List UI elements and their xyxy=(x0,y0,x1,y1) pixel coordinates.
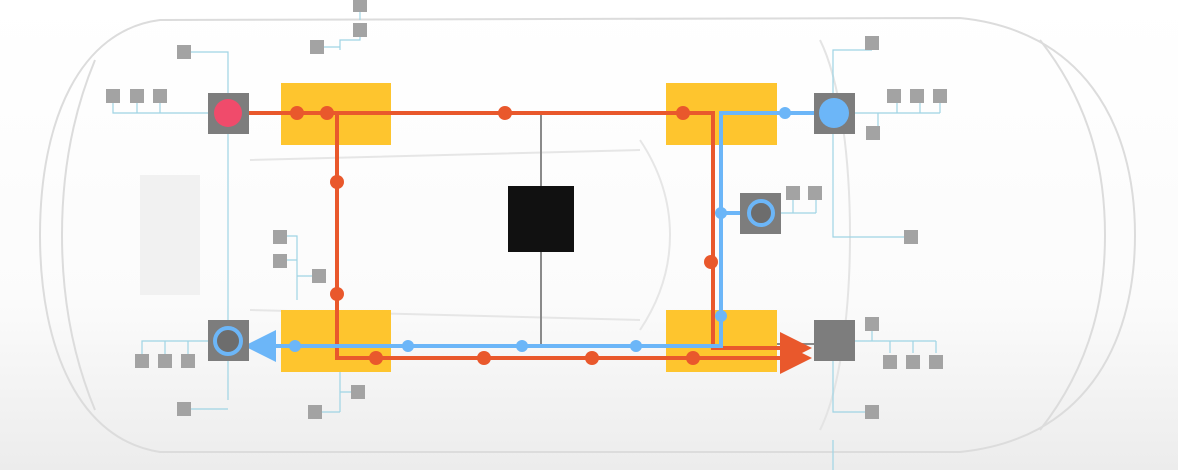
front-left-controller[interactable] xyxy=(208,93,249,134)
mid-right-controller[interactable] xyxy=(740,193,781,234)
data-junctions xyxy=(289,107,791,352)
power-lines xyxy=(228,111,812,374)
car-outline xyxy=(38,16,1137,453)
central-computer[interactable] xyxy=(508,186,574,252)
sensor-links xyxy=(112,5,941,470)
sensors xyxy=(106,0,947,419)
alert-indicator-icon xyxy=(214,99,242,127)
front-right-controller[interactable] xyxy=(814,93,855,134)
rear-left-controller[interactable] xyxy=(208,320,249,361)
ring-indicator-icon xyxy=(747,199,775,227)
rear-right-controller[interactable] xyxy=(814,320,855,361)
ring-indicator-icon xyxy=(213,326,243,356)
power-junctions xyxy=(290,106,718,365)
data-indicator-icon xyxy=(819,98,849,128)
